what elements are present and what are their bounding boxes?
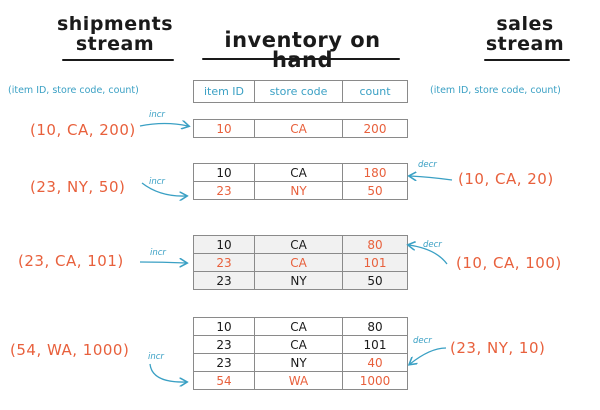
inventory-header: item ID store code count — [193, 80, 408, 103]
header-item-id: item ID — [193, 80, 255, 103]
cell-store-code: CA — [254, 235, 343, 254]
sales-stream-title: sales stream — [470, 14, 580, 54]
shipments-tuple-format: (item ID, store code, count) — [8, 85, 139, 96]
sales-title-underline — [484, 59, 570, 61]
incr-label-3: incr — [150, 248, 166, 258]
cell-count: 200 — [342, 119, 408, 138]
incr-arrow-4 — [149, 363, 186, 382]
inventory-title-underline — [202, 58, 400, 60]
incr-arrow-2 — [141, 182, 186, 196]
incr-label-2: incr — [149, 177, 165, 187]
cell-item-id: 10 — [193, 163, 255, 182]
decr-label-2: decr — [423, 240, 442, 250]
table-row: 23 NY 50 — [193, 271, 408, 290]
sales-event-3: (23, NY, 10) — [450, 339, 546, 357]
table-row: 23 NY 50 — [193, 181, 408, 200]
cell-item-id: 23 — [193, 253, 255, 272]
cell-count: 101 — [342, 253, 408, 272]
decr-label-1: decr — [418, 160, 437, 170]
shipment-event-1: (10, CA, 200) — [30, 121, 136, 139]
cell-item-id: 23 — [193, 335, 255, 354]
decr-arrow-1 — [410, 176, 453, 180]
decr-label-3: decr — [413, 336, 432, 346]
incr-arrow-3 — [139, 262, 186, 263]
shipments-title-underline — [62, 59, 174, 61]
table-row: 54 WA 1000 — [193, 371, 408, 390]
table-row: 10 CA 180 — [193, 163, 408, 182]
cell-count: 50 — [342, 271, 408, 290]
inventory-on-hand-title: inventory on hand — [224, 28, 381, 72]
cell-store-code: CA — [254, 335, 343, 354]
inventory-table-1: 10 CA 200 — [193, 119, 408, 138]
inventory-table-4: 10 CA 80 23 CA 101 23 NY 40 54 WA 1000 — [193, 317, 408, 390]
cell-count: 1000 — [342, 371, 408, 390]
incr-label-1: incr — [149, 110, 165, 120]
inventory-table-2: 10 CA 180 23 NY 50 — [193, 163, 408, 200]
cell-item-id: 54 — [193, 371, 255, 390]
cell-count: 40 — [342, 353, 408, 372]
incr-arrow-1 — [139, 124, 188, 127]
shipments-title-line2: stream — [75, 33, 155, 55]
shipment-event-4: (54, WA, 1000) — [10, 341, 130, 359]
incr-label-4: incr — [148, 352, 164, 362]
cell-count: 50 — [342, 181, 408, 200]
cell-store-code: CA — [254, 119, 343, 138]
header-store-code: store code — [254, 80, 343, 103]
sales-title-line2: stream — [485, 33, 565, 55]
table-row: 23 CA 101 — [193, 253, 408, 272]
decr-arrow-2 — [409, 245, 448, 265]
sales-title-line1: sales — [496, 13, 554, 35]
inventory-table-3: 10 CA 80 23 CA 101 23 NY 50 — [193, 235, 408, 290]
shipment-event-3: (23, CA, 101) — [18, 252, 124, 270]
shipments-title-line1: shipments — [56, 13, 174, 35]
sales-event-1: (10, CA, 20) — [458, 170, 554, 188]
cell-store-code: NY — [254, 271, 343, 290]
cell-store-code: NY — [254, 181, 343, 200]
shipments-stream-title: shipments stream — [50, 14, 180, 54]
decr-arrow-3 — [410, 347, 447, 364]
table-row: 23 CA 101 — [193, 335, 408, 354]
table-row: 10 CA 80 — [193, 317, 408, 336]
header-count: count — [342, 80, 408, 103]
cell-count: 180 — [342, 163, 408, 182]
sales-tuple-format: (item ID, store code, count) — [430, 85, 561, 96]
sales-event-2: (10, CA, 100) — [456, 254, 562, 272]
cell-item-id: 23 — [193, 181, 255, 200]
cell-item-id: 23 — [193, 271, 255, 290]
cell-store-code: CA — [254, 317, 343, 336]
shipment-event-2: (23, NY, 50) — [30, 178, 126, 196]
table-row: 10 CA 200 — [193, 119, 408, 138]
cell-store-code: WA — [254, 371, 343, 390]
